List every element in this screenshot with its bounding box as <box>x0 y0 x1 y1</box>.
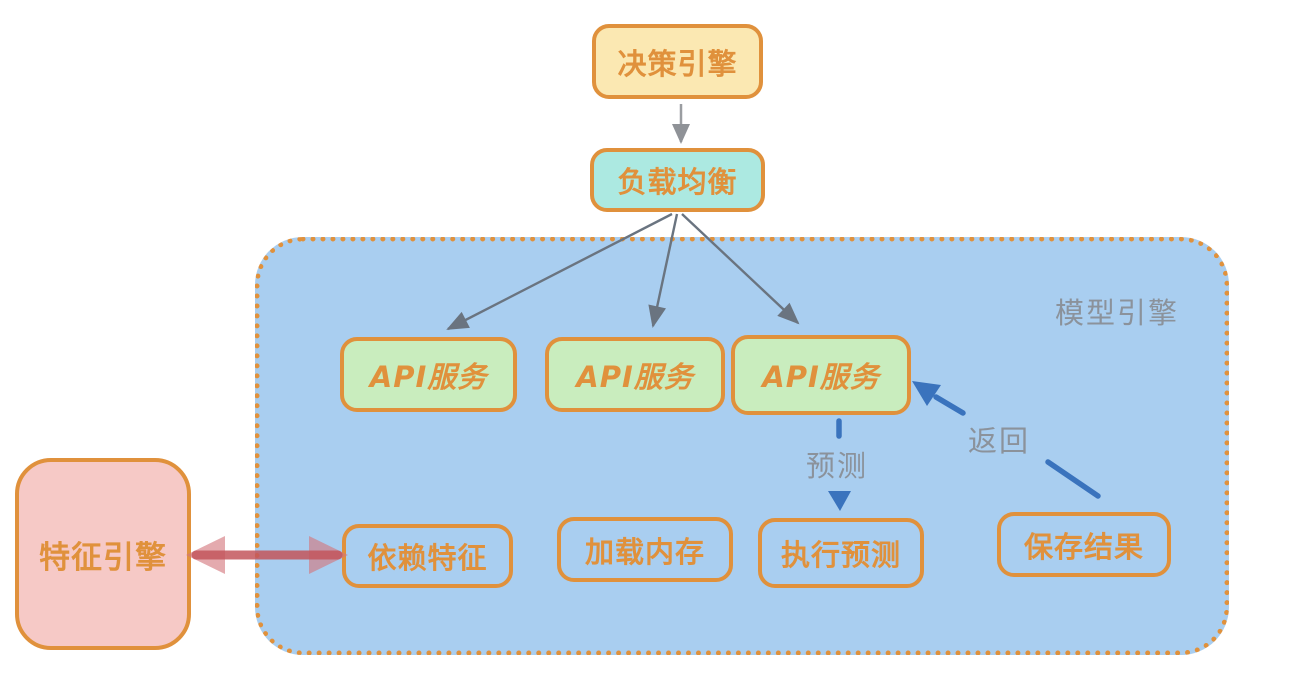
node-api-service-1: API服务 <box>340 337 517 412</box>
node-api-service-1-label: API服务 <box>369 359 488 394</box>
node-decision-engine: 决策引擎 <box>592 24 763 99</box>
node-save-results-label: 保存结果 <box>1023 529 1144 564</box>
model-engine-group-label: 模型引擎 <box>1055 296 1180 330</box>
edge-label-return: 返回 <box>968 424 1031 458</box>
node-dependent-features-label: 依赖特征 <box>367 541 488 575</box>
node-api-service-3-label: API服务 <box>762 360 880 394</box>
node-execute-prediction: 执行预测 <box>758 518 924 588</box>
node-api-service-2-label: API服务 <box>576 359 694 394</box>
node-execute-prediction-label: 执行预测 <box>780 538 901 572</box>
edge-label-predict: 预测 <box>806 449 869 483</box>
node-load-memory: 加载内存 <box>557 517 733 582</box>
node-load-balancer: 负载均衡 <box>590 148 765 212</box>
node-api-service-3: API服务 <box>731 335 911 415</box>
node-decision-engine-label: 决策引擎 <box>617 46 738 81</box>
node-feature-engine-label: 特征引擎 <box>39 539 167 576</box>
node-load-memory-label: 加载内存 <box>584 534 705 569</box>
node-dependent-features: 依赖特征 <box>342 524 513 588</box>
node-save-results: 保存结果 <box>997 512 1171 577</box>
node-api-service-2: API服务 <box>545 337 725 412</box>
node-feature-engine: 特征引擎 <box>15 458 191 650</box>
node-load-balancer-label: 负载均衡 <box>617 165 738 199</box>
